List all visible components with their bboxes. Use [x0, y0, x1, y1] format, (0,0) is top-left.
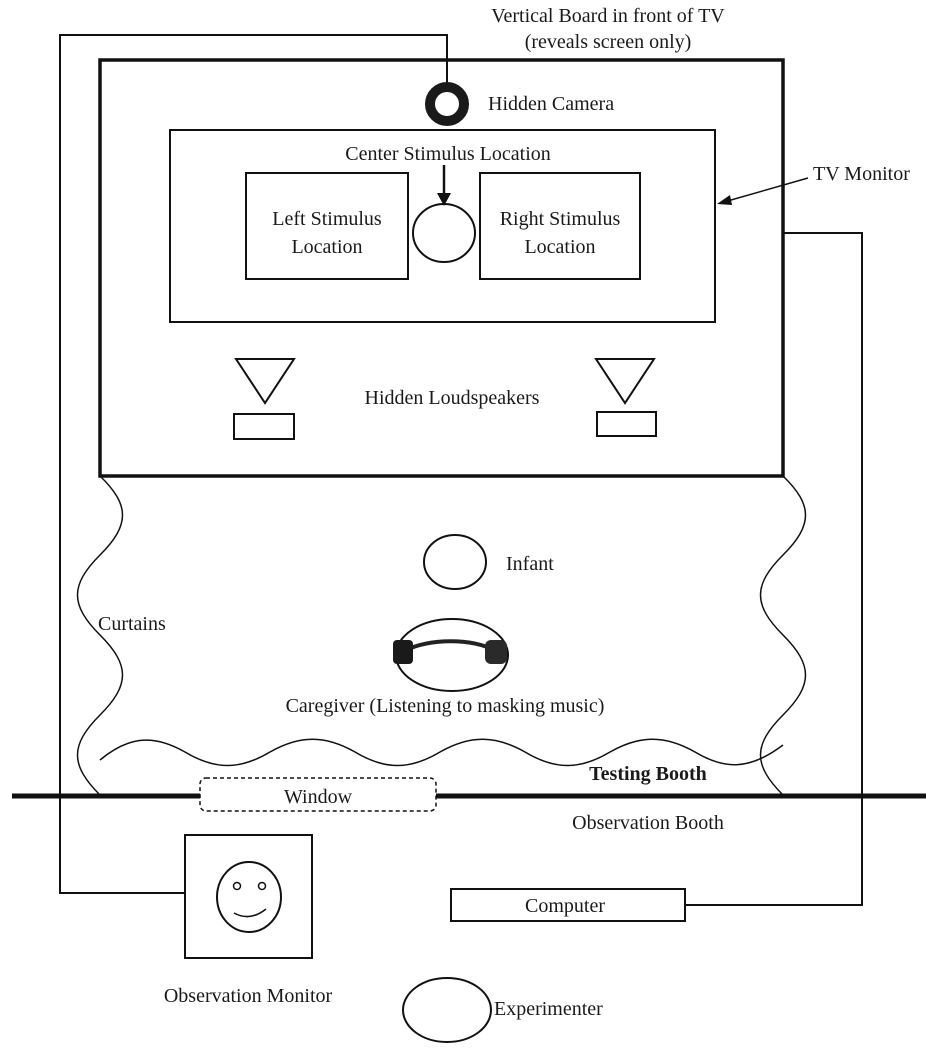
smiley-face-icon	[216, 861, 282, 933]
smiley-right-eye	[257, 881, 267, 891]
window-label: Window	[284, 786, 353, 808]
right-loudspeaker-icon	[594, 358, 656, 405]
vertical-board	[98, 58, 785, 478]
tv-monitor-pointer-head	[717, 195, 732, 205]
center-stimulus-arrowhead	[437, 193, 451, 206]
left-loudspeaker-icon	[234, 358, 296, 405]
infant-label: Infant	[506, 553, 554, 575]
tv-monitor-label: TV Monitor	[813, 163, 910, 185]
center-stimulus-label: Center Stimulus Location	[345, 143, 551, 165]
tv-monitor-pointer	[723, 177, 809, 203]
center-stimulus-circle	[412, 203, 476, 263]
right-loudspeaker-base	[596, 411, 657, 437]
right-stimulus-label-line1: Right Stimulus	[500, 208, 621, 230]
smiley-mouth	[233, 908, 267, 918]
left-stimulus-label-line2: Location	[291, 236, 362, 258]
board-caption-line2: (reveals screen only)	[525, 31, 692, 53]
infant-circle	[423, 534, 487, 590]
hidden-camera-icon	[425, 82, 469, 126]
hidden-loudspeakers-label: Hidden Loudspeakers	[365, 387, 540, 409]
bottom-curtain	[99, 738, 784, 767]
board-caption-line1: Vertical Board in front of TV	[491, 5, 725, 27]
camera-cable	[59, 34, 448, 894]
right-stimulus-label-line2: Location	[524, 236, 595, 258]
computer-box	[450, 888, 686, 922]
headphones-left-cup-icon	[393, 640, 413, 664]
left-curtain	[76, 475, 124, 796]
observation-monitor	[184, 834, 313, 959]
left-stimulus-label-line1: Left Stimulus	[272, 208, 382, 230]
headphones-right-cup-icon	[485, 640, 507, 664]
hidden-camera-label: Hidden Camera	[488, 93, 614, 115]
headphones-band	[403, 639, 497, 653]
observation-booth-label: Observation Booth	[572, 812, 724, 834]
caregiver-label: Caregiver (Listening to masking music)	[286, 695, 605, 717]
computer-label: Computer	[525, 895, 605, 917]
experimenter-label: Experimenter	[494, 998, 603, 1020]
tv-screen	[169, 129, 716, 323]
curtains-label: Curtains	[98, 613, 166, 635]
window	[199, 777, 437, 812]
computer-cable	[685, 232, 863, 906]
observation-monitor-label: Observation Monitor	[164, 985, 333, 1007]
testing-booth-label: Testing Booth	[589, 763, 707, 785]
smiley-left-eye	[232, 881, 242, 891]
right-stimulus-box	[479, 172, 641, 280]
right-curtain	[759, 475, 807, 796]
left-loudspeaker-base	[233, 413, 295, 440]
experimenter-circle	[402, 977, 492, 1043]
left-stimulus-box	[245, 172, 409, 280]
